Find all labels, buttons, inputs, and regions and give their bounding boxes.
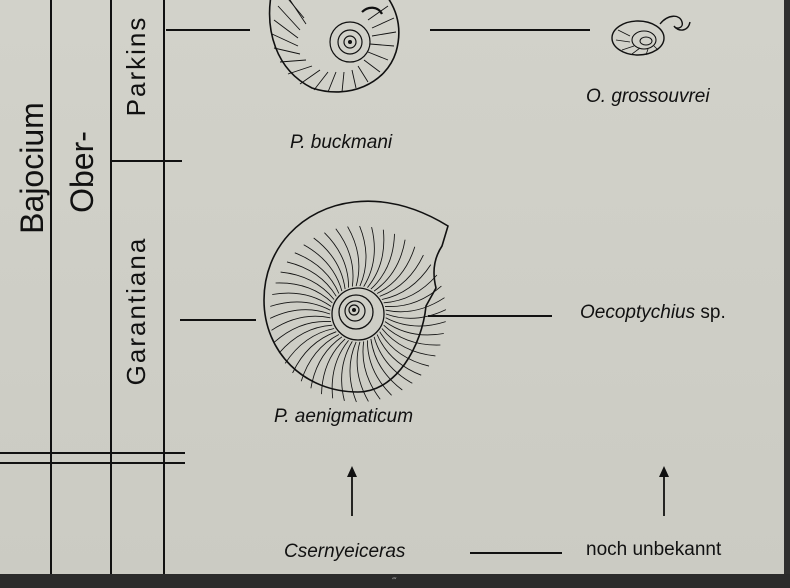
ammonite-rib	[294, 252, 340, 294]
ammonite-rib	[385, 297, 445, 313]
ammonite-rib	[269, 309, 331, 319]
ammonite-rib	[362, 341, 381, 400]
bottom-mark: ‴	[392, 577, 397, 587]
grossouvrei-label: O. grossouvrei	[586, 86, 710, 108]
horizon-line-aenigmaticum-left	[180, 319, 256, 321]
buckmani-species: buckmani	[310, 132, 393, 153]
ammonite-rib	[376, 246, 416, 294]
ammonite-rib	[275, 282, 333, 304]
substage-label: Ober-	[64, 131, 100, 213]
ammonite-rib	[272, 292, 332, 307]
ammonite-rib	[284, 328, 335, 364]
buckmani-label: P. buckmani	[290, 132, 392, 154]
ammonite-rib	[379, 254, 424, 297]
buckmani-ammonite-drawing	[268, 0, 400, 93]
oecoptychius-genus: Oecoptychius	[580, 302, 696, 323]
ammonite-rib	[366, 340, 392, 396]
zone-upper-label: Parkins	[121, 15, 151, 117]
ammonite-rib	[278, 324, 333, 354]
ammonite-rib	[370, 338, 403, 391]
ammonite-rib	[379, 331, 430, 367]
ammonite-rib	[270, 301, 331, 311]
zone-lower-label: Garantiana	[121, 236, 151, 386]
ammonite-rib	[385, 317, 446, 327]
viewer-bottom-bar: ‴	[0, 574, 790, 588]
stage-label: Bajocium	[14, 102, 50, 234]
ammonite-rib	[363, 226, 375, 287]
unknown-label: noch unbekannt	[586, 539, 722, 560]
ammonite-rib	[373, 336, 413, 384]
ammonite-rib	[310, 336, 343, 389]
ammonite-rib	[373, 239, 406, 292]
ammonite-rib	[313, 237, 346, 290]
ammonite-rib	[335, 228, 354, 287]
csernyeiceras-label: Csernyeiceras	[284, 541, 406, 562]
column-line-1	[50, 0, 52, 574]
ammonite-rib	[286, 261, 337, 297]
ammonite-rib	[271, 315, 331, 331]
ammonite-rib	[381, 328, 436, 357]
ammonite-rib	[303, 244, 343, 292]
aenigmaticum-label: P. aenigmaticum	[274, 406, 413, 428]
ammonite-rib	[321, 338, 346, 395]
up-arrow-right-icon	[659, 466, 669, 516]
aenigmaticum-species: aenigmaticum	[294, 406, 414, 427]
ammonite-rib	[341, 341, 353, 402]
ammonite-rib	[383, 274, 438, 304]
stage-bottom-line-1	[0, 452, 185, 454]
ammonite-rib	[367, 229, 385, 288]
ammonite-rib	[356, 341, 369, 402]
ammonite-rib	[383, 324, 441, 346]
ammonite-rib	[347, 226, 360, 287]
up-arrow-left-icon	[347, 466, 357, 516]
column-line-2	[110, 0, 112, 574]
ammonite-rib	[384, 285, 442, 307]
oecoptychius-label: Oecoptychius sp.	[580, 302, 726, 324]
ammonite-rib	[280, 271, 335, 300]
figure-page	[0, 0, 784, 574]
ammonite-rib	[331, 340, 349, 399]
ammonite-rib	[370, 233, 395, 290]
ammonite-rib	[349, 341, 357, 403]
grossouvrei-species: grossouvrei	[611, 86, 710, 107]
horizon-line-buckmani-right	[430, 29, 590, 31]
ammonite-rib	[384, 321, 444, 336]
aenigmaticum-ammonite-drawing	[263, 200, 449, 403]
horizon-line-unknown	[470, 552, 562, 554]
ammonite-rib	[385, 309, 447, 319]
column-line-3	[163, 0, 165, 574]
ammonite-rib	[376, 334, 422, 376]
grossouvrei-genus: O.	[586, 86, 607, 107]
grossouvrei-ammonite-drawing	[611, 15, 691, 56]
horizon-line-buckmani-left	[166, 29, 250, 31]
aenigmaticum-genus: P.	[274, 406, 290, 427]
ammonite-rib	[381, 264, 432, 300]
horizon-line-aenigmaticum-right	[428, 315, 552, 317]
buckmani-genus: P.	[290, 132, 306, 153]
viewer-right-edge	[784, 0, 790, 588]
ammonite-rib	[292, 331, 337, 374]
ammonite-rib	[359, 225, 367, 287]
stage-bottom-line-2	[0, 462, 185, 464]
oecoptychius-suffix: sp.	[700, 302, 726, 323]
zone-divider	[110, 160, 182, 162]
ammonite-rib	[300, 334, 340, 382]
ammonite-rib	[274, 321, 332, 343]
ammonite-rib	[324, 232, 350, 288]
